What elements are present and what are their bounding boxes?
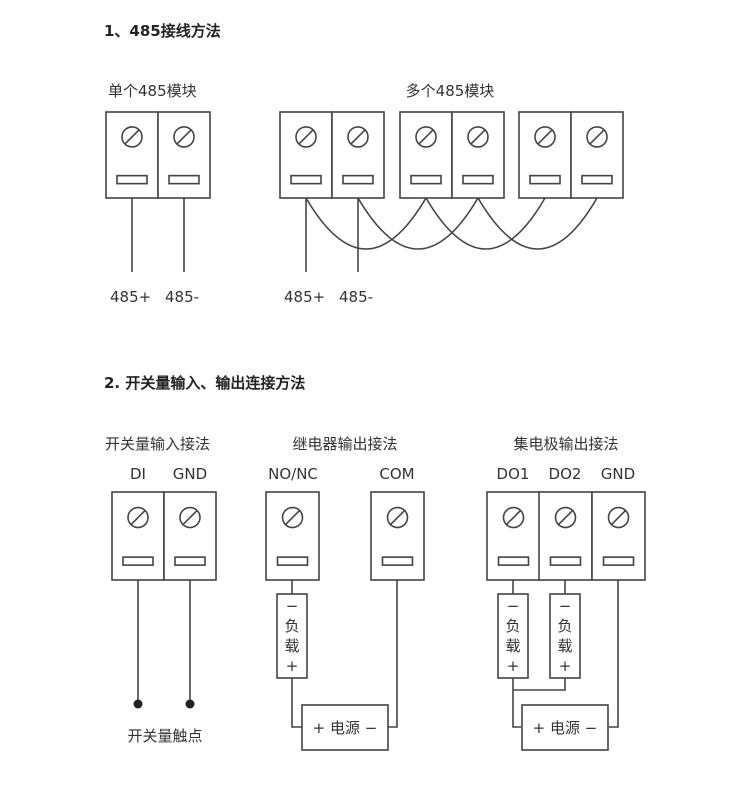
wire-slot [462, 174, 494, 185]
relay-terminal [370, 491, 425, 581]
screw-icon [534, 126, 556, 148]
rs485-terminal [331, 111, 385, 199]
load-minus: − [507, 597, 520, 615]
wire-slot [168, 174, 200, 185]
screw-icon [415, 126, 437, 148]
wire-slot [174, 556, 206, 566]
di-terminal [163, 491, 217, 581]
load-plus: + [286, 657, 299, 675]
load-box: − 负载 + [549, 593, 581, 679]
single-module-wires [131, 198, 185, 272]
load-box: − 负载 + [276, 593, 308, 679]
switch-contact-label: 开关量触点 [127, 727, 202, 745]
gnd-terminal-label: GND [173, 465, 207, 483]
load-c2: 载 [284, 637, 299, 655]
screw-icon [281, 506, 304, 529]
wire-slot [290, 174, 322, 185]
rs485-terminal [399, 111, 453, 199]
rs485-terminal [518, 111, 572, 199]
screw-icon [173, 126, 195, 148]
com-terminal-label: COM [379, 465, 414, 483]
single-485-plus-label: 485+ [110, 288, 151, 306]
wire-slot [581, 174, 613, 185]
di-wires [133, 580, 195, 709]
wire-slot [549, 556, 582, 566]
screw-icon [467, 126, 489, 148]
load-plus: + [559, 657, 572, 675]
collector-wires [512, 580, 619, 728]
multi-485-minus-label: 485- [339, 288, 373, 306]
multi-module-label: 多个485模块 [406, 82, 495, 100]
power-supply-box: + 电源 − [521, 704, 609, 751]
load-c1: 负 [505, 617, 520, 635]
section2-title: 2. 开关量输入、输出连接方法 [104, 374, 305, 392]
load-c1: 负 [284, 617, 299, 635]
wire-slot [410, 174, 442, 185]
do2-terminal-label: DO2 [549, 465, 582, 483]
collector-terminal [486, 491, 541, 581]
collector-terminal [538, 491, 593, 581]
rs485-terminal [157, 111, 211, 199]
single-module-label: 单个485模块 [108, 82, 197, 100]
collector-title: 集电极输出接法 [513, 435, 618, 453]
contact-dot [133, 699, 143, 709]
wire-slot [122, 556, 154, 566]
power-supply-label: + 电源 − [313, 719, 378, 737]
wire-slot [602, 556, 635, 566]
power-supply-label: + 电源 − [533, 719, 598, 737]
relay-terminal [265, 491, 320, 581]
di-title: 开关量输入接法 [105, 435, 210, 453]
di-terminal-label: DI [130, 465, 146, 483]
wire-slot [497, 556, 530, 566]
rs485-terminal [279, 111, 333, 199]
nonc-terminal-label: NO/NC [268, 465, 318, 483]
do1-terminal-label: DO1 [497, 465, 530, 483]
load-plus: + [507, 657, 520, 675]
collector-terminal [591, 491, 646, 581]
load-box: − 负载 + [497, 593, 529, 679]
wire-slot [529, 174, 561, 185]
contact-dot [185, 699, 195, 709]
screw-icon [179, 506, 201, 529]
screw-icon [502, 506, 525, 529]
screw-icon [554, 506, 577, 529]
di-terminal [111, 491, 165, 581]
load-c2: 载 [557, 637, 572, 655]
screw-icon [347, 126, 369, 148]
relay-wires [291, 580, 398, 728]
wire-slot [116, 174, 148, 185]
screw-icon [121, 126, 143, 148]
rs485-terminal [570, 111, 624, 199]
multi-module-wires [305, 197, 598, 272]
wire-slot [342, 174, 374, 185]
collector-gnd-terminal-label: GND [601, 465, 635, 483]
wire-slot [381, 556, 414, 566]
rs485-terminal [105, 111, 159, 199]
relay-title: 继电器输出接法 [292, 435, 397, 453]
screw-icon [607, 506, 630, 529]
single-485-minus-label: 485- [165, 288, 199, 306]
load-c1: 负 [557, 617, 572, 635]
screw-icon [127, 506, 149, 529]
screw-icon [586, 126, 608, 148]
load-c2: 载 [505, 637, 520, 655]
power-supply-box: + 电源 − [301, 704, 389, 751]
load-minus: − [286, 597, 299, 615]
screw-icon [386, 506, 409, 529]
load-minus: − [559, 597, 572, 615]
wire-slot [276, 556, 309, 566]
rs485-terminal [451, 111, 505, 199]
multi-485-plus-label: 485+ [284, 288, 325, 306]
section1-title: 1、485接线方法 [104, 22, 221, 40]
screw-icon [295, 126, 317, 148]
